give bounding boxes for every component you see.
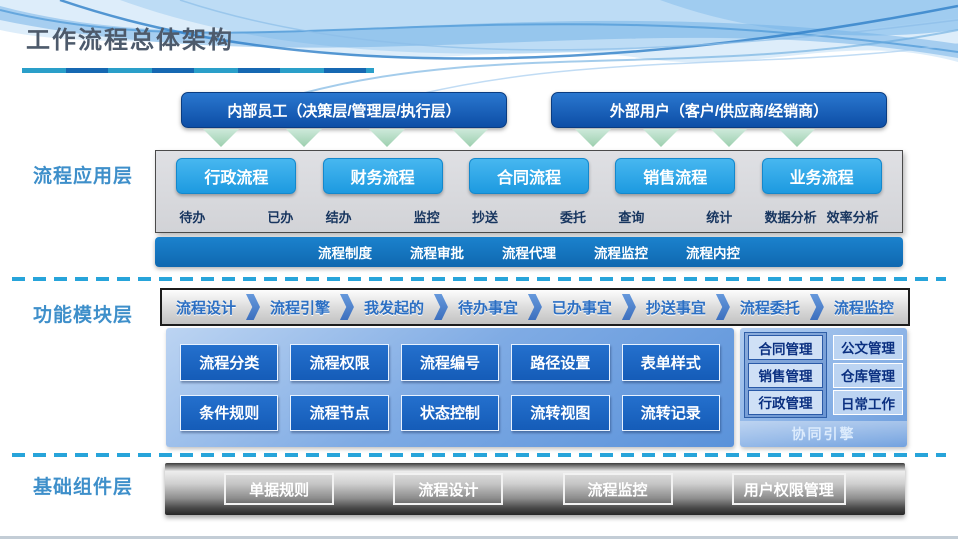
- pipeline-step: 已办事宜: [551, 299, 612, 317]
- engine-box: 仓库管理: [833, 362, 903, 388]
- layer-label-module: 功能模块层: [33, 305, 134, 326]
- process-sub-labels: 抄送 委托: [470, 207, 588, 226]
- governance-item: 流程审批: [410, 246, 464, 261]
- engine-box: 公文管理: [833, 334, 903, 360]
- dashed-separator: [12, 277, 946, 281]
- process-column-finance: 财务流程 结办 监控: [317, 158, 449, 232]
- decorative-wave-banner: [0, 0, 958, 95]
- chevron-right-icon: [715, 294, 730, 320]
- foundation-box: 单据规则: [224, 473, 335, 505]
- module-grid-panel: 流程分类 流程权限 流程编号 路径设置 表单样式 条件规则 流程节点 状态控制 …: [166, 328, 734, 447]
- process-sub-labels: 数据分析 效率分析: [763, 207, 881, 226]
- governance-item: 流程制度: [318, 246, 372, 261]
- process-sub-labels: 查询 统计: [616, 207, 734, 226]
- engine-left-group: 合同管理 销售管理 行政管理: [744, 332, 827, 418]
- process-sub-label: 结办: [325, 210, 352, 225]
- module-box: 流程编号: [400, 344, 500, 381]
- process-sub-label: 统计: [706, 210, 733, 225]
- process-sub-label: 查询: [618, 210, 645, 225]
- arrow-row-internal: [203, 129, 488, 147]
- foundation-box: 流程监控: [562, 473, 673, 505]
- process-sub-labels: 待办 已办: [177, 207, 295, 226]
- process-sub-label: 已办: [267, 210, 294, 225]
- process-sub-labels: 结办 监控: [324, 207, 442, 226]
- pipeline-step: 流程委托: [739, 299, 800, 317]
- actor-box-internal-users: 内部员工（决策层/管理层/执行层）: [181, 92, 507, 128]
- process-button: 行政流程: [176, 158, 297, 194]
- pipeline-step: 流程引擎: [269, 299, 330, 317]
- foundation-box: 流程设计: [393, 473, 504, 505]
- pipeline-step: 我发起的: [363, 299, 424, 317]
- pipeline-step: 流程监控: [833, 299, 894, 317]
- engine-box: 日常工作: [833, 390, 903, 416]
- module-box: 流程分类: [180, 344, 279, 381]
- module-box: 流转视图: [511, 394, 610, 431]
- engine-caption: 协同引擎: [740, 421, 907, 447]
- governance-bar: 流程制度 流程审批 流程代理 流程监控 流程内控: [155, 237, 903, 267]
- page-title: 工作流程总体架构: [26, 27, 234, 54]
- process-sub-label: 委托: [559, 210, 586, 225]
- process-sub-label: 待办: [179, 210, 206, 225]
- down-arrow-icon: [643, 129, 679, 147]
- module-box: 流程节点: [290, 394, 389, 431]
- down-arrow-icon: [286, 129, 322, 147]
- layer-label-foundation: 基础组件层: [33, 477, 134, 498]
- layer-label-application: 流程应用层: [33, 166, 134, 187]
- dashed-separator: [12, 453, 946, 457]
- chevron-right-icon: [809, 294, 824, 320]
- process-button: 合同流程: [468, 158, 589, 194]
- governance-item: 流程监控: [594, 246, 648, 261]
- actor-box-external-users: 外部用户（客户/供应商/经销商）: [551, 92, 887, 128]
- chevron-right-icon: [339, 294, 354, 320]
- process-sub-label: 抄送: [471, 210, 498, 225]
- down-arrow-icon: [203, 129, 239, 147]
- foundation-layer-bar: 单据规则 流程设计 流程监控 用户权限管理: [165, 463, 905, 515]
- process-column-business: 业务流程 数据分析 效率分析: [756, 158, 888, 232]
- engine-panel: 合同管理 销售管理 行政管理 公文管理 仓库管理 日常工作 协同引擎: [740, 328, 907, 447]
- pipeline-step: 抄送事宜: [645, 299, 706, 317]
- pipeline-step: 流程设计: [175, 299, 236, 317]
- title-underline: [22, 68, 374, 73]
- governance-item: 流程内控: [686, 246, 740, 261]
- module-box: 流程权限: [290, 344, 389, 381]
- module-box: 状态控制: [400, 394, 500, 431]
- process-column-admin: 行政流程 待办 已办: [170, 158, 302, 232]
- chevron-right-icon: [527, 294, 542, 320]
- engine-right-group: 公文管理 仓库管理 日常工作: [833, 332, 903, 418]
- chevron-right-icon: [433, 294, 448, 320]
- chevron-right-icon: [245, 294, 260, 320]
- foundation-box: 用户权限管理: [731, 473, 846, 505]
- pipeline-bar: 流程设计 流程引擎 我发起的 待办事宜 已办事宜 抄送事宜 流程委托 流程监控: [160, 288, 910, 326]
- chevron-right-icon: [621, 294, 636, 320]
- module-box: 表单样式: [621, 344, 720, 381]
- application-layer-panel: 行政流程 待办 已办 财务流程 结办 监控 合同流程 抄送 委托 销售流程 查询: [155, 150, 903, 233]
- module-box: 路径设置: [511, 344, 610, 381]
- arrow-row-external: [575, 129, 815, 147]
- module-box: 条件规则: [180, 394, 279, 431]
- down-arrow-icon: [575, 129, 611, 147]
- process-sub-label: 数据分析: [764, 210, 817, 225]
- down-arrow-icon: [369, 129, 405, 147]
- process-button: 业务流程: [761, 158, 882, 194]
- module-box: 流转记录: [621, 394, 720, 431]
- governance-item: 流程代理: [502, 246, 556, 261]
- engine-box: 合同管理: [748, 335, 823, 361]
- process-column-sales: 销售流程 查询 统计: [609, 158, 741, 232]
- process-button: 销售流程: [615, 158, 736, 194]
- bottom-border-line: [0, 536, 958, 539]
- down-arrow-icon: [711, 129, 747, 147]
- process-sub-label: 监控: [413, 210, 440, 225]
- down-arrow-icon: [779, 129, 815, 147]
- process-column-contract: 合同流程 抄送 委托: [463, 158, 595, 232]
- engine-box: 销售管理: [748, 362, 823, 388]
- engine-box: 行政管理: [748, 389, 823, 415]
- process-button: 财务流程: [322, 158, 443, 194]
- pipeline-step: 待办事宜: [457, 299, 518, 317]
- process-sub-label: 效率分析: [826, 210, 879, 225]
- down-arrow-icon: [452, 129, 488, 147]
